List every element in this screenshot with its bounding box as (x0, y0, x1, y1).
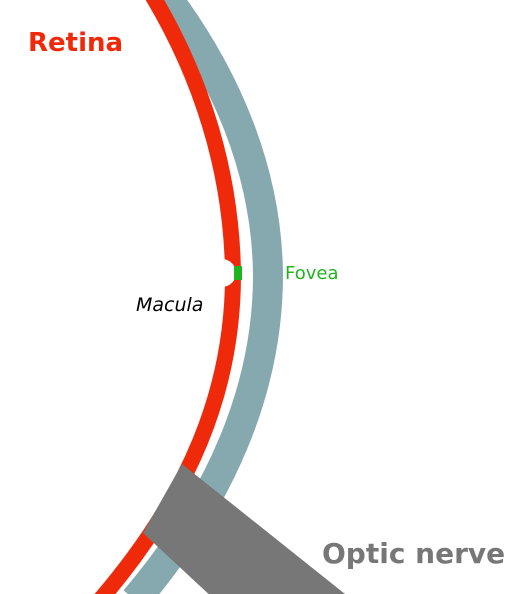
optic-nerve-label: Optic nerve (322, 537, 506, 570)
fovea-label: Fovea (285, 263, 339, 284)
fovea-marker (234, 266, 242, 280)
optic-nerve (143, 464, 345, 594)
retina-label: Retina (28, 28, 124, 58)
macula-pit (208, 259, 236, 287)
macula-label: Macula (136, 294, 204, 316)
